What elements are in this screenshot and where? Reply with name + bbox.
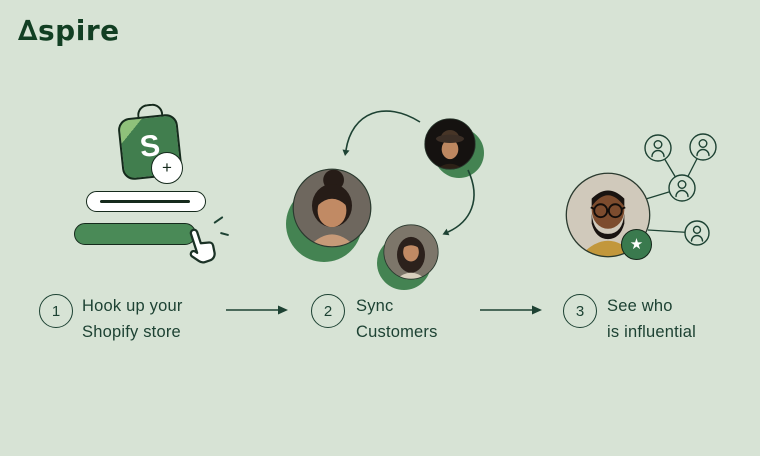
step-label-line: Hook up your [82,297,183,315]
click-sparkle-icon [219,231,230,237]
flow-arrow-icon [226,305,288,315]
step-label-line: is influential [607,323,697,341]
customer-avatar-hat [424,118,476,170]
step-number-badge-3: 3 [563,294,597,328]
step-label-line: Customers [356,323,438,341]
influencer-network-icon [635,133,717,246]
step-label-line: Shopify store [82,323,181,341]
customer-avatar-longhair [383,224,439,280]
logo-text: spire [38,14,120,47]
sync-cycle-arrows-icon [342,110,475,236]
step-label-1: Hook up your Shopify store [82,293,183,345]
step-label-3: See who is influential [607,293,696,345]
step-number: 3 [575,302,585,320]
hand-cursor-icon [189,228,216,264]
logo-delta-icon: ∆ [18,14,39,47]
step-number: 2 [323,302,333,320]
star-badge-icon: ★ [621,229,652,260]
customer-avatar-woman [292,168,372,248]
flow-arrow-icon [480,305,542,315]
person-icon [644,133,717,246]
step-number: 1 [51,302,61,320]
step-number-badge-1: 1 [39,294,73,328]
star-glyph: ★ [629,236,644,253]
plus-badge-icon: + [151,152,183,184]
step-label-2: Sync Customers [356,293,438,345]
aspire-logo: ∆spire [18,14,120,47]
plus-glyph: + [162,158,172,177]
input-line [100,200,190,203]
step-number-badge-2: 2 [311,294,345,328]
step-label-line: Sync [356,297,394,315]
input-pill-icon [86,191,206,212]
step-label-line: See who [607,297,673,315]
